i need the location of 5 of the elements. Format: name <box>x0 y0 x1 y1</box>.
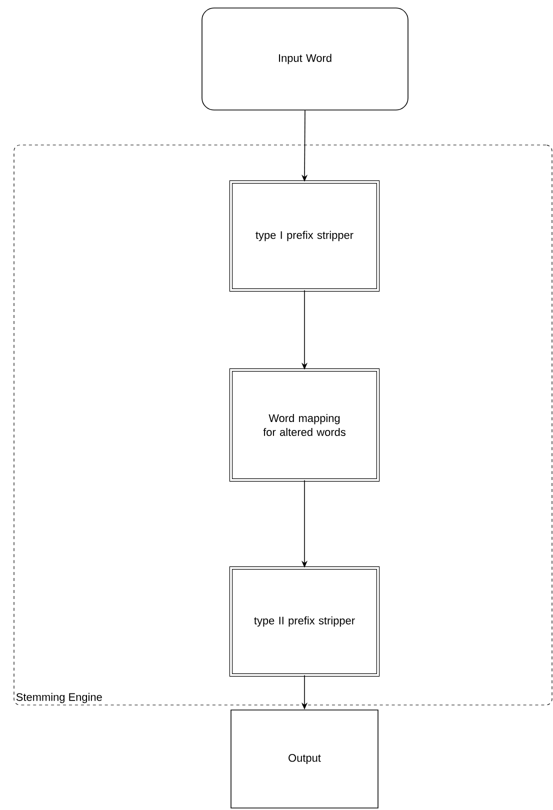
process-box: type II prefix stripper <box>229 566 380 677</box>
terminal-box: Input Word <box>202 8 408 110</box>
process-box: type I prefix stripper <box>229 180 380 292</box>
process-box: Word mapping for altered words <box>229 368 380 482</box>
output-box: Output <box>230 710 378 808</box>
